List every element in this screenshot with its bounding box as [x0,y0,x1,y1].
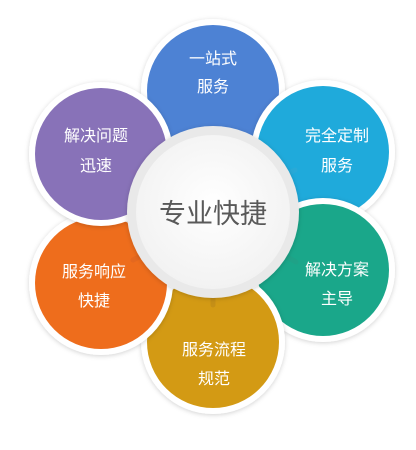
petal-bottom-left-line1: 服务响应 [62,262,126,281]
petal-top-right-line1: 完全定制 [305,126,369,145]
petal-bottom-fill [147,276,279,408]
petal-bottom-right-line2: 主导 [321,289,353,308]
petal-bottom: 服务流程 规范 [141,270,285,414]
petal-top: 一站式 服务 [141,19,285,163]
petal-bottom-left-fill [35,217,167,349]
petal-bottom-line1: 服务流程 [182,340,246,359]
center-circle [136,135,290,289]
petal-top-left-line2: 迅速 [80,156,112,175]
petal-bottom-right-line1: 解决方案 [305,260,369,279]
petal-top-fill [147,25,279,157]
petal-top-line2: 服务 [197,77,229,96]
petal-top-line1: 一站式 [189,49,237,68]
petal-bottom-left-line2: 快捷 [78,291,110,310]
petal-top-left-line1: 解决问题 [64,126,128,145]
petal-top-right-line2: 服务 [321,156,353,175]
petal-bottom-line2: 规范 [198,369,230,388]
center-label: 专业快捷 [159,199,267,230]
center-hub: 专业快捷 [127,126,299,298]
